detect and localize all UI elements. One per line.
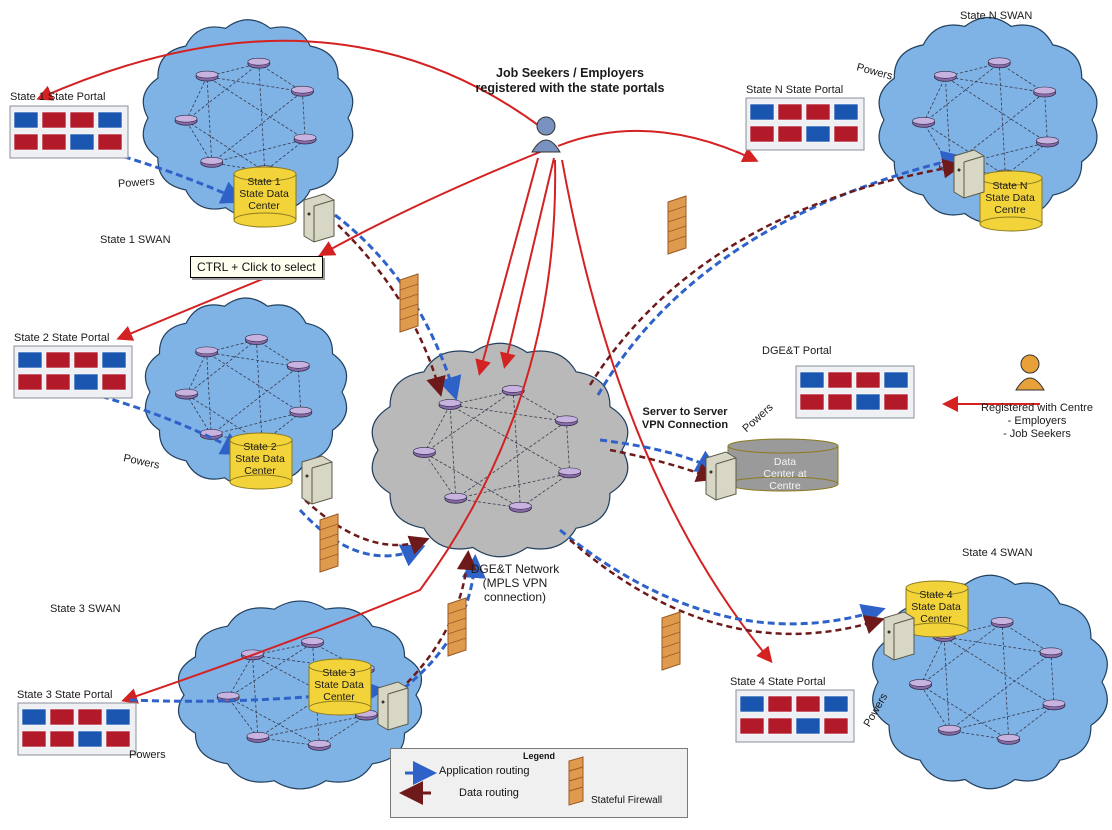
state2-portal-screen xyxy=(13,345,133,399)
state3-powers-label: Powers xyxy=(129,749,166,761)
state3-portal-screen xyxy=(17,702,137,756)
state1-dc-label: State 1 State Data Center xyxy=(239,176,289,212)
state2-db-icon xyxy=(229,432,293,490)
user-link xyxy=(499,157,555,369)
app-route xyxy=(129,680,386,704)
legend-app-routing: Application routing xyxy=(439,765,530,777)
app-route xyxy=(394,554,486,697)
data-route xyxy=(337,224,446,397)
legend: Legend Application routing Data routing … xyxy=(390,748,688,818)
central-server-icon xyxy=(705,451,737,501)
state1-portal-label: State 1 State Portal xyxy=(10,91,106,103)
dget-portal-screen xyxy=(795,365,915,419)
firewall-3-icon xyxy=(447,597,467,657)
state2-server-icon xyxy=(301,455,333,505)
vpn-connection-label: Server to Server VPN Connection xyxy=(641,406,729,431)
staten-portal-screen xyxy=(745,97,865,151)
data-route xyxy=(569,539,885,636)
firewall-4-icon xyxy=(661,611,681,671)
registered-centre-label: Registered with Centre - Employers - Job… xyxy=(981,402,1093,440)
cloud-s2 xyxy=(144,297,348,487)
legend-symbols xyxy=(399,756,584,806)
app-route xyxy=(334,213,462,401)
staten-dc-label: State N State Data Centre xyxy=(985,180,1035,216)
data-route xyxy=(304,499,430,555)
state1-db-icon xyxy=(233,166,297,228)
cloud-sn xyxy=(878,16,1098,224)
legend-title: Legend xyxy=(522,751,555,761)
state1-powers-label: Powers xyxy=(117,175,156,191)
staten-swan-label: State N SWAN xyxy=(960,10,1033,22)
state4-portal-screen xyxy=(735,689,855,743)
cloud-s1 xyxy=(142,19,354,217)
user-link xyxy=(475,157,539,376)
state3-dc-label: State 3 State Data Center xyxy=(314,667,364,703)
firewall-n-icon xyxy=(667,195,687,255)
state1-server-icon xyxy=(303,193,335,243)
state4-dc-label: State 4 State Data Center xyxy=(911,589,961,625)
state3-server-icon xyxy=(377,681,409,731)
state4-swan-label: State 4 SWAN xyxy=(962,547,1033,559)
state1-portal-screen xyxy=(9,105,129,159)
state2-portal-label: State 2 State Portal xyxy=(14,332,110,344)
app-route xyxy=(559,528,886,627)
user-link xyxy=(557,129,759,163)
state4-server-icon xyxy=(883,611,915,661)
cloud-s3 xyxy=(177,600,423,790)
data-route xyxy=(609,448,717,483)
state3-swan-label: State 3 SWAN xyxy=(50,603,121,615)
legend-firewall-icon xyxy=(568,756,584,806)
job-seekers-label: Job Seekers / Employers registered with … xyxy=(475,66,665,95)
portal4-link xyxy=(561,159,773,664)
staten-db-icon xyxy=(979,170,1043,232)
app-route xyxy=(596,150,966,396)
legend-firewall: Stateful Firewall xyxy=(591,795,663,806)
data-route xyxy=(588,158,963,386)
state4-portal-label: State 4 State Portal xyxy=(730,676,826,688)
state3-db-icon xyxy=(308,658,372,716)
portal3-link xyxy=(121,159,557,704)
firewall-1-icon xyxy=(399,273,419,333)
central-dc-label: Data Center at Centre xyxy=(763,456,807,492)
dget-portal-label: DGE&T Portal xyxy=(762,345,832,357)
ctrl-click-tooltip: CTRL + Click to select xyxy=(190,256,323,278)
state2-dc-label: State 2 State Data Center xyxy=(235,441,285,477)
staten-server-icon xyxy=(953,149,985,199)
centre-user-icon xyxy=(1015,354,1045,391)
staten-portal-label: State N State Portal xyxy=(746,84,844,96)
state1-swan-label: State 1 SWAN xyxy=(100,234,171,246)
firewall-2-icon xyxy=(319,513,339,573)
dget-network-label: DGE&T Network (MPLS VPN connection) xyxy=(470,562,560,604)
user-link xyxy=(36,39,543,129)
job-seeker-user-icon xyxy=(531,116,561,153)
user-link xyxy=(318,147,551,256)
app-route xyxy=(69,386,246,455)
legend-data-routing: Data routing xyxy=(459,787,519,799)
state3-portal-label: State 3 State Portal xyxy=(17,689,113,701)
